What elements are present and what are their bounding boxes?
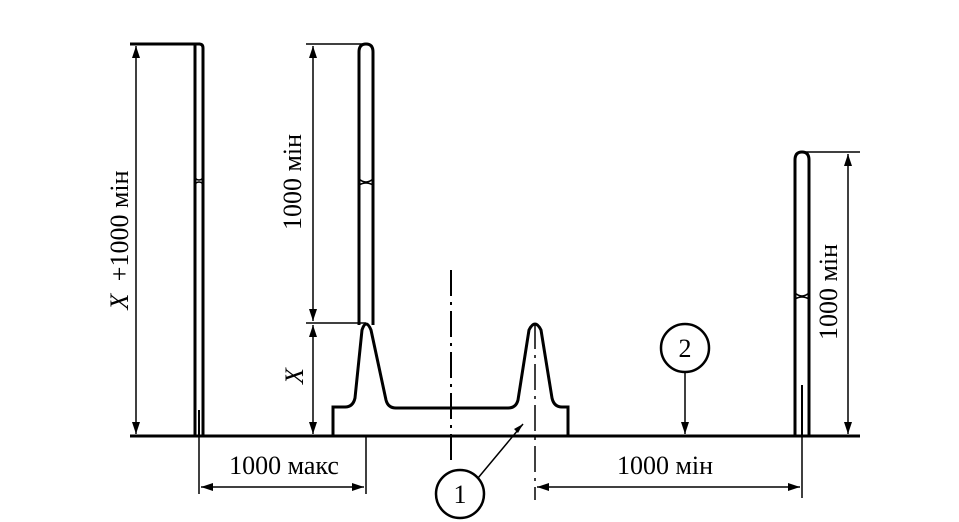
right-height-label: 1000 мін bbox=[814, 244, 843, 340]
right-spacing-label: 1000 мін bbox=[617, 451, 713, 480]
left-spacing-label: 1000 макс bbox=[229, 451, 339, 480]
concrete-safety-barrier bbox=[331, 322, 570, 436]
left-tall-wall bbox=[130, 42, 205, 436]
callout-2: 2 bbox=[659, 322, 711, 434]
svg-text:1: 1 bbox=[454, 480, 467, 509]
x-height-label: X bbox=[280, 367, 309, 385]
right-post bbox=[793, 150, 860, 437]
right-spacing-dimension bbox=[537, 436, 803, 498]
upper-rail-post bbox=[357, 42, 375, 325]
left-height-label: X +1000 мін bbox=[105, 170, 134, 310]
upper-rail-height-label: 1000 мін bbox=[278, 134, 307, 230]
upper-rail-dimension bbox=[306, 43, 366, 434]
left-spacing-dimension bbox=[198, 436, 367, 494]
callout-1: 1 bbox=[434, 423, 524, 520]
svg-text:2: 2 bbox=[679, 334, 692, 363]
